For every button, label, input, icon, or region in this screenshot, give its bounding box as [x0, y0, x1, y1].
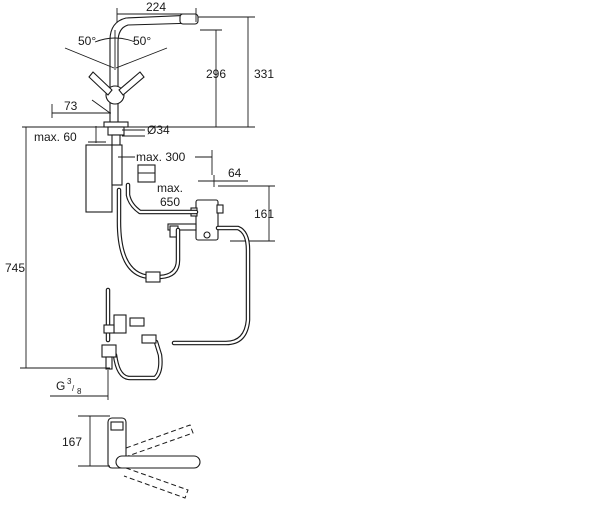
box-height-dimension — [218, 185, 275, 242]
box-height-label: 161 — [254, 207, 274, 221]
top-view-depth-label: 167 — [62, 435, 82, 449]
top-view-depth-dimension — [78, 415, 110, 467]
faucet-body — [88, 13, 199, 150]
connection-thread-slash: / — [72, 384, 75, 393]
max-650-label-line1: max. — [157, 181, 183, 195]
hose-clamp — [145, 271, 161, 283]
max-300-indicator — [118, 150, 213, 183]
connection-thread-num: 3 — [67, 377, 72, 386]
lever-offset-dimension — [51, 99, 111, 118]
spout-reach-dimension — [116, 8, 197, 22]
spout-reach-label: 224 — [146, 0, 166, 14]
max-deck-thickness-label: max. 60 — [34, 130, 77, 144]
height-dimensions — [128, 16, 255, 128]
box-offset-label: 64 — [228, 166, 242, 180]
under-sink-box — [85, 144, 123, 213]
pullout-hose-max-label: max. 300 — [136, 150, 186, 164]
angle-valves — [101, 314, 157, 370]
connection-thread-den: 8 — [77, 387, 82, 396]
hoses — [105, 182, 251, 381]
deck-dimensions — [22, 126, 145, 143]
connection-thread-dimension — [50, 370, 109, 400]
total-length-dimension — [20, 127, 110, 369]
total-height-label: 331 — [254, 67, 274, 81]
swivel-angle-left-label: 50° — [78, 34, 96, 48]
max-650-label-line2: 650 — [160, 195, 180, 209]
height-to-spout-label: 296 — [206, 67, 226, 81]
box-offset-dimension — [198, 175, 248, 187]
swivel-angle-lines — [64, 30, 168, 70]
lever-offset-label: 73 — [64, 99, 78, 113]
hole-diameter-label: Ø34 — [147, 123, 170, 137]
swivel-angle-right-label: 50° — [133, 34, 151, 48]
connection-thread-prefix: G — [56, 379, 65, 393]
total-length-label: 745 — [5, 261, 25, 275]
top-view — [107, 417, 201, 499]
